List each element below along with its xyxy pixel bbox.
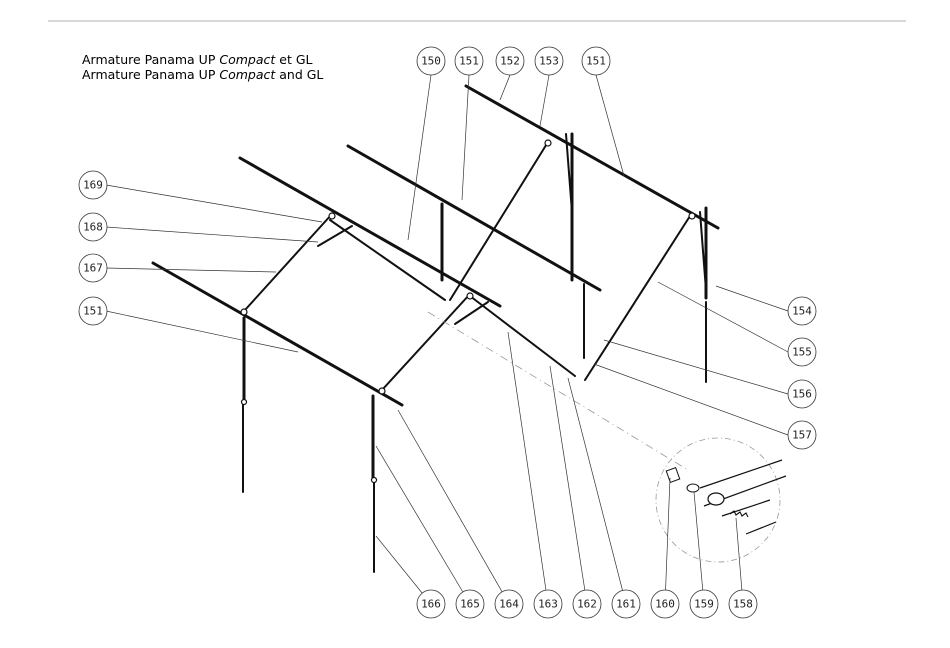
callout-165: 165 bbox=[456, 590, 484, 618]
callout-164: 164 bbox=[495, 590, 523, 618]
svg-text:168: 168 bbox=[83, 221, 103, 234]
detail-link-line bbox=[428, 312, 688, 470]
svg-text:159: 159 bbox=[694, 598, 714, 611]
joint-back-right bbox=[689, 213, 695, 219]
leader-169 bbox=[106, 185, 322, 222]
svg-text:151: 151 bbox=[83, 305, 103, 318]
callout-152: 152 bbox=[496, 47, 524, 75]
svg-text:165: 165 bbox=[460, 598, 480, 611]
svg-text:152: 152 bbox=[500, 55, 520, 68]
leader-155 bbox=[658, 282, 788, 352]
joint-middle-left bbox=[329, 213, 335, 219]
svg-text:153: 153 bbox=[539, 55, 559, 68]
leader-lines bbox=[106, 75, 788, 604]
callout-156: 156 bbox=[788, 380, 816, 408]
leader-152 bbox=[500, 75, 510, 100]
callout-167: 167 bbox=[79, 254, 107, 282]
pole-back-eave bbox=[466, 86, 718, 228]
svg-text:166: 166 bbox=[421, 598, 441, 611]
svg-text:151: 151 bbox=[459, 55, 479, 68]
frame-drawing bbox=[153, 86, 718, 572]
leader-154 bbox=[716, 286, 788, 311]
joint-front-left bbox=[241, 309, 247, 315]
leader-161 bbox=[568, 378, 626, 604]
callout-169: 169 bbox=[79, 171, 107, 199]
detail-lower-tube-bottom bbox=[746, 522, 776, 534]
svg-text:164: 164 bbox=[499, 598, 519, 611]
pole-front-eave bbox=[153, 263, 402, 405]
svg-text:156: 156 bbox=[792, 388, 812, 401]
svg-text:169: 169 bbox=[83, 179, 103, 192]
svg-text:162: 162 bbox=[577, 598, 597, 611]
callout-157: 157 bbox=[788, 421, 816, 449]
leader-168 bbox=[106, 227, 318, 242]
svg-text:158: 158 bbox=[733, 598, 753, 611]
leader-159 bbox=[694, 492, 704, 604]
rafter-right-front bbox=[450, 142, 548, 300]
leader-167 bbox=[106, 268, 276, 272]
callout-162: 162 bbox=[573, 590, 601, 618]
leader-160 bbox=[665, 478, 670, 604]
callout-166: 166 bbox=[417, 590, 445, 618]
rafter-left-front bbox=[245, 214, 332, 310]
strut-center-right bbox=[470, 296, 575, 376]
callout-150: 150 bbox=[417, 47, 445, 75]
detail-part-160 bbox=[666, 468, 680, 483]
callout-168: 168 bbox=[79, 213, 107, 241]
leader-156 bbox=[604, 340, 788, 394]
detail-part-cap bbox=[708, 493, 724, 505]
detail-view bbox=[656, 438, 786, 562]
detail-part-158-spring bbox=[730, 511, 748, 517]
title-french: Armature Panama UP Compact et GL bbox=[82, 52, 313, 67]
callout-154: 154 bbox=[788, 297, 816, 325]
title-english: Armature Panama UP Compact and GL bbox=[82, 67, 323, 82]
strut-center-left bbox=[330, 220, 445, 300]
rafter-left-back bbox=[382, 294, 470, 390]
callout-160: 160 bbox=[651, 590, 679, 618]
leader-150 bbox=[408, 75, 431, 240]
svg-text:151: 151 bbox=[586, 55, 606, 68]
svg-text:161: 161 bbox=[616, 598, 636, 611]
svg-text:150: 150 bbox=[421, 55, 441, 68]
detail-part-159 bbox=[687, 484, 699, 492]
callout-151-left: 151 bbox=[79, 297, 107, 325]
callout-151-top: 151 bbox=[455, 47, 483, 75]
callout-155: 155 bbox=[788, 338, 816, 366]
callout-158: 158 bbox=[729, 590, 757, 618]
leader-162 bbox=[550, 366, 587, 604]
leader-164 bbox=[398, 410, 509, 604]
rafter-right-back bbox=[585, 216, 690, 380]
leader-165 bbox=[376, 446, 470, 604]
joint-back-left bbox=[545, 140, 551, 146]
strut-joint-168 bbox=[318, 226, 352, 246]
callout-161: 161 bbox=[612, 590, 640, 618]
callout-153: 153 bbox=[535, 47, 563, 75]
svg-text:155: 155 bbox=[792, 346, 812, 359]
joint-leg-clip-1 bbox=[242, 400, 247, 405]
leader-163 bbox=[508, 332, 548, 604]
leader-157 bbox=[594, 364, 788, 435]
leader-151-left bbox=[106, 311, 298, 352]
callout-151-right: 151 bbox=[582, 47, 610, 75]
svg-text:157: 157 bbox=[792, 429, 812, 442]
joint-leg-clip-2 bbox=[372, 478, 377, 483]
svg-text:154: 154 bbox=[792, 305, 812, 318]
pole-middle-back bbox=[348, 146, 600, 290]
joint-front-right bbox=[379, 388, 385, 394]
leader-153 bbox=[540, 75, 549, 126]
detail-tube-top bbox=[700, 460, 782, 488]
leader-151-top bbox=[462, 75, 469, 200]
svg-text:167: 167 bbox=[83, 262, 103, 275]
svg-text:163: 163 bbox=[538, 598, 558, 611]
callout-163: 163 bbox=[534, 590, 562, 618]
callout-159: 159 bbox=[690, 590, 718, 618]
svg-text:160: 160 bbox=[655, 598, 675, 611]
joint-center bbox=[467, 293, 473, 299]
